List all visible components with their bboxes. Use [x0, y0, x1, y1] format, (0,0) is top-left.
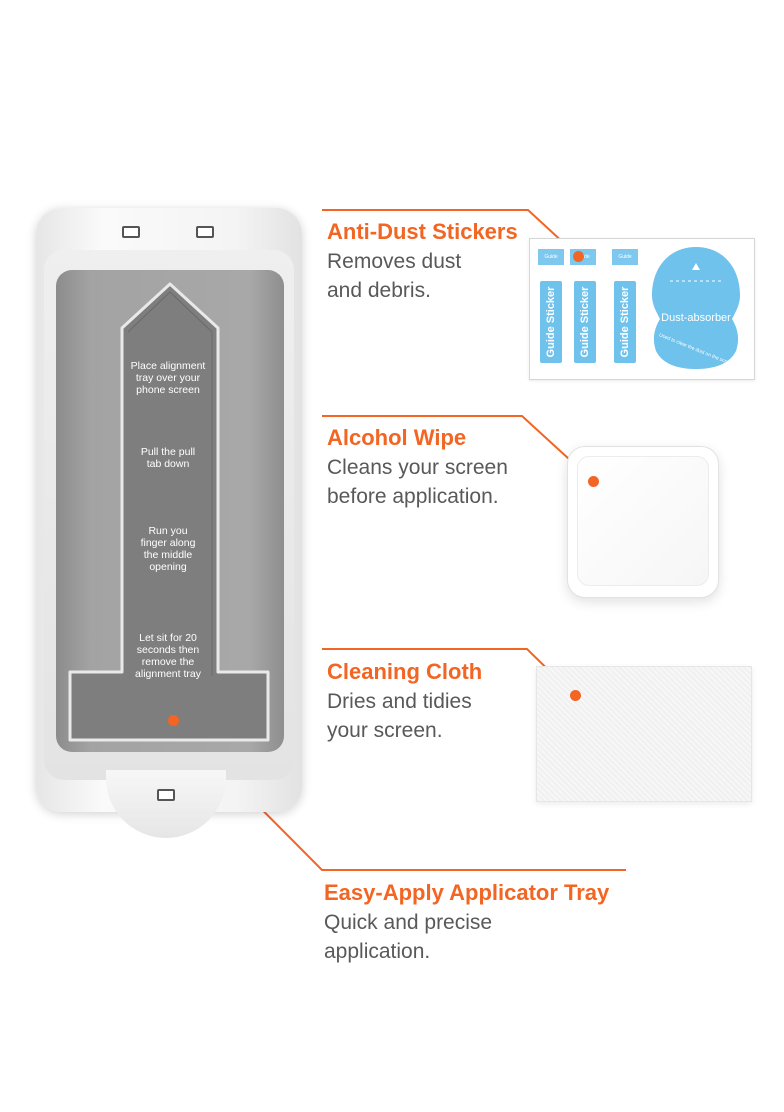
anti-dust-stickers-card: Guide Sticker Guide Sticker Guide Sticke… [529, 238, 755, 380]
tray-slot-top-left [122, 226, 140, 238]
guide-sticker-tab: Guide Sticker [538, 249, 564, 276]
dust-absorber-label: Dust-absorber [661, 312, 731, 324]
tray-slot-top-right [196, 226, 214, 238]
callout-dot-applicator-tray [168, 715, 179, 726]
alcohol-wipe-pad [577, 456, 709, 586]
feature-title-anti-dust: Anti-Dust Stickers [327, 219, 518, 244]
callout-dot-alcohol-wipe [588, 476, 599, 487]
cleaning-cloth [536, 666, 752, 802]
feature-title-applicator-tray: Easy-Apply Applicator Tray [324, 880, 610, 905]
tray-pull-tab [106, 770, 226, 838]
guide-sticker: Guide Sticker [540, 281, 562, 363]
callout-dot-cleaning-cloth [570, 690, 581, 701]
feature-title-alcohol-wipe: Alcohol Wipe [327, 425, 467, 450]
guide-sticker: Guide Sticker [574, 281, 596, 363]
tray-guide-arrow [68, 282, 270, 742]
guide-sticker-tab: Guide Sticker [612, 249, 638, 276]
guide-sticker: Guide Sticker [614, 281, 636, 363]
dust-absorber-sticker: Dust-absorber Used to clear the dust on … [652, 247, 740, 369]
tray-slot-bottom [157, 789, 175, 801]
callout-dot-anti-dust [573, 251, 584, 262]
feature-title-cleaning-cloth: Cleaning Cloth [327, 659, 483, 684]
